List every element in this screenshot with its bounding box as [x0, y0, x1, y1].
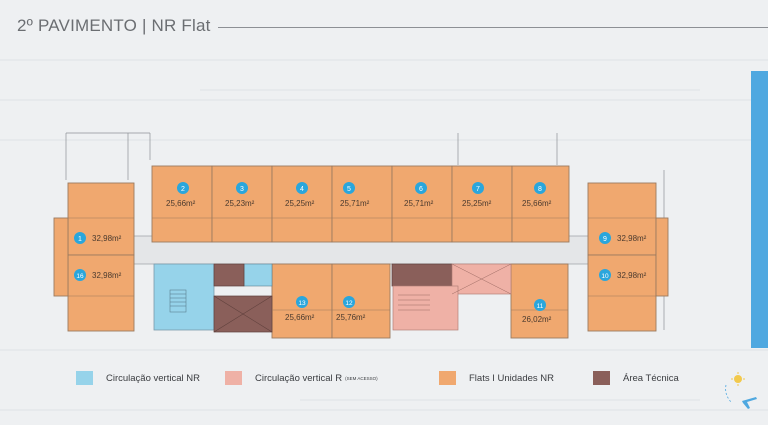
unit-number: 7 — [476, 186, 480, 193]
unit-3-label[interactable]: 3 25,23m² — [225, 182, 255, 208]
unit-9-label[interactable]: 9 32,98m² — [599, 232, 647, 244]
unit-area: 32,98m² — [92, 271, 122, 280]
unit-badge — [296, 296, 308, 308]
flat-2 — [151, 165, 213, 243]
unit-number: 4 — [300, 186, 304, 193]
unit-12-label[interactable]: 12 25,76m² — [336, 296, 366, 322]
unit-badge — [343, 182, 355, 194]
unit-number: 13 — [298, 300, 306, 307]
legend-area-tecnica: Área Técnica — [593, 371, 679, 385]
unit-badge — [472, 182, 484, 194]
unit-13-label[interactable]: 13 25,66m² — [285, 296, 315, 322]
legend-flats: Flats I Unidades NR — [439, 371, 554, 385]
unit-badge — [599, 269, 611, 281]
unit-4-label[interactable]: 4 25,25m² — [285, 182, 315, 208]
page-title: 2º PAVIMENTO | NR Flat — [17, 16, 211, 35]
sun-airplane-decoration — [725, 372, 757, 409]
unit-8-label[interactable]: 8 25,66m² — [522, 182, 552, 208]
unit-badge — [415, 182, 427, 194]
flat-4 — [271, 165, 333, 243]
unit-number: 6 — [419, 186, 423, 193]
unit-badge — [74, 232, 86, 244]
unit-number: 10 — [601, 273, 609, 280]
unit-area: 25,71m² — [340, 199, 370, 208]
legend-label: Circulação vertical NR — [106, 372, 200, 384]
unit-area: 25,23m² — [225, 199, 255, 208]
circulacao-vertical-r-stair — [392, 285, 459, 331]
unit-badge — [343, 296, 355, 308]
unit-badge — [534, 182, 546, 194]
legend-circulacao-r: Circulação vertical R (SEM ACESSO) — [225, 371, 378, 385]
unit-10-label[interactable]: 10 32,98m² — [599, 269, 647, 281]
side-accent-bar — [751, 71, 768, 348]
unit-number: 3 — [240, 186, 244, 193]
legend-swatch — [593, 371, 610, 385]
unit-area: 25,25m² — [285, 199, 315, 208]
unit-number: 9 — [603, 236, 607, 243]
circulacao-vertical-nr — [153, 263, 215, 331]
unit-7-label[interactable]: 7 25,25m² — [462, 182, 492, 208]
unit-badge — [599, 232, 611, 244]
title-rule — [218, 27, 768, 28]
unit-area: 25,71m² — [404, 199, 434, 208]
legend-swatch — [76, 371, 93, 385]
legend-label: Circulação vertical R — [255, 372, 343, 384]
unit-area: 26,02m² — [522, 315, 552, 324]
flat-8 — [511, 165, 570, 243]
flat-10 — [587, 254, 657, 332]
unit-area: 32,98m² — [617, 271, 647, 280]
unit-area: 25,76m² — [336, 313, 366, 322]
unit-number: 12 — [345, 300, 353, 307]
legend-swatch — [225, 371, 242, 385]
legend-label: Área Técnica — [623, 372, 679, 384]
unit-area: 25,66m² — [285, 313, 315, 322]
unit-1-label[interactable]: 1 32,98m² — [74, 232, 122, 244]
unit-2-label[interactable]: 2 25,66m² — [166, 182, 196, 208]
unit-number: 1 — [78, 236, 82, 243]
unit-badge — [177, 182, 189, 194]
unit-number: 8 — [538, 186, 542, 193]
flat-5 — [331, 165, 393, 243]
unit-area: 25,66m² — [522, 199, 552, 208]
unit-11-label[interactable]: 11 26,02m² — [522, 299, 552, 324]
flat-16 — [67, 254, 135, 332]
sun-icon — [731, 372, 745, 386]
legend-note: (SEM ACESSO) — [345, 375, 378, 381]
unit-badge — [236, 182, 248, 194]
unit-6-label[interactable]: 6 25,71m² — [404, 182, 434, 208]
unit-number: 16 — [76, 273, 84, 280]
unit-badge — [534, 299, 546, 311]
flat-7 — [451, 165, 513, 243]
unit-number: 2 — [181, 186, 185, 193]
unit-area: 32,98m² — [617, 234, 647, 243]
airplane-icon — [742, 397, 757, 409]
unit-area: 32,98m² — [92, 234, 122, 243]
legend-circulacao-nr: Circulação vertical NR — [76, 371, 200, 385]
unit-number: 5 — [347, 186, 351, 193]
legend-label: Flats I Unidades NR — [469, 372, 555, 384]
flat-6 — [391, 165, 453, 243]
unit-area: 25,66m² — [166, 199, 196, 208]
flat-3 — [211, 165, 273, 243]
right-balcony — [655, 217, 669, 297]
unit-16-label[interactable]: 16 32,98m² — [74, 269, 122, 281]
unit-area: 25,25m² — [462, 199, 492, 208]
unit-5-label[interactable]: 5 25,71m² — [340, 182, 370, 208]
unit-number: 11 — [537, 303, 544, 310]
unit-badge — [74, 269, 86, 281]
legend-swatch — [439, 371, 456, 385]
flat-12 — [331, 263, 391, 339]
area-tecnica-1 — [213, 263, 245, 287]
unit-badge — [296, 182, 308, 194]
left-balcony — [53, 217, 69, 297]
